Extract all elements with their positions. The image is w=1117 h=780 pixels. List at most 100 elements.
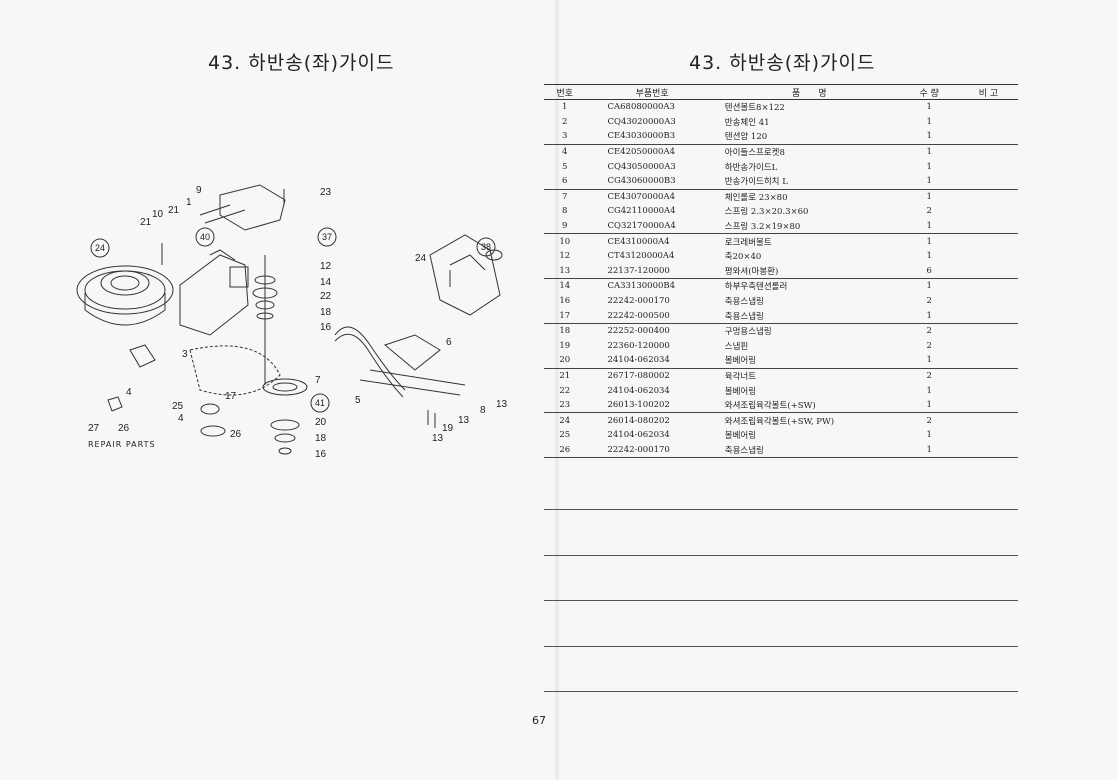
remark — [959, 339, 1018, 354]
quantity: 1 — [926, 161, 932, 172]
svg-text:37: 37 — [322, 232, 332, 242]
part-name: 반송가이드히치 L — [724, 177, 788, 188]
part-number: CA68080000A3 — [607, 102, 675, 113]
remark — [959, 129, 1018, 144]
row-number: 8 — [562, 206, 568, 217]
quantity: 1 — [926, 385, 932, 396]
quantity: 2 — [899, 412, 959, 429]
part-number: CE43030000B3 — [607, 131, 676, 142]
callout-13c: 13 — [432, 433, 444, 444]
circled-callout-38: 38 — [476, 237, 496, 257]
remark — [958, 442, 1018, 459]
part-name: 로크레버볼트 — [718, 233, 900, 249]
part-name: 평와셔(마봉환) — [724, 266, 779, 277]
row-number: 1 — [562, 102, 568, 113]
part-name: 축20×40 — [724, 252, 762, 263]
callout-13b: 13 — [458, 415, 470, 426]
part-number: CE4310000A4 — [585, 233, 719, 249]
callout-23: 23 — [320, 187, 332, 198]
callout-22: 22 — [320, 291, 332, 302]
part-number: CQ43020000A3 — [607, 116, 676, 127]
part-name: 축용스냅링 — [718, 442, 900, 459]
callout-16: 16 — [320, 322, 332, 333]
callout-5: 5 — [355, 395, 361, 406]
part-number: 22252-000400 — [585, 322, 719, 339]
divider-line — [544, 555, 1018, 556]
part-name: 아이들스프로켓8 — [718, 143, 900, 160]
callout-13: 13 — [496, 399, 508, 410]
remark — [959, 174, 1018, 189]
callout-3: 3 — [182, 349, 188, 360]
part-number: CG42110000A4 — [607, 206, 676, 217]
part-name: 스프링 2.3×20.3×60 — [724, 207, 809, 218]
row-number: 2 — [562, 116, 568, 127]
remark — [959, 115, 1018, 130]
part-name: 스프링 3.2×19×80 — [724, 222, 801, 233]
part-number: CQ43050000A3 — [607, 161, 676, 172]
part-name: 구멍용스냅링 — [718, 322, 900, 339]
row-number: 5 — [562, 161, 568, 172]
remark — [959, 383, 1018, 398]
part-name: 체인롤로 23×80 — [718, 188, 900, 205]
callout-19: 19 — [442, 423, 454, 434]
left-page: 43. 하반송(좌)가이드 — [0, 0, 558, 780]
part-number: CE42050000A4 — [585, 143, 719, 160]
part-name: 축용스냅링 — [724, 311, 764, 322]
part-name: 와셔조립육각볼트(+SW, PW) — [718, 412, 900, 429]
row-number: 9 — [562, 221, 568, 232]
callout-10: 10 — [152, 209, 164, 220]
part-number: 22242-000170 — [607, 296, 670, 307]
row-number: 23 — [559, 400, 571, 411]
callout-21b: 21 — [140, 217, 152, 228]
remark — [958, 322, 1018, 339]
remark — [959, 294, 1018, 309]
header-qty: 수 량 — [899, 84, 959, 100]
row-number: 17 — [559, 310, 571, 321]
svg-text:24: 24 — [95, 243, 105, 253]
row-number: 14 — [544, 278, 586, 294]
quantity: 2 — [926, 296, 932, 307]
quantity: 1 — [926, 355, 932, 366]
quantity: 1 — [926, 430, 932, 441]
right-page-title: 43. 하반송(좌)가이드 — [689, 52, 876, 74]
callout-9: 9 — [196, 185, 202, 196]
remark — [958, 143, 1018, 160]
callout-24: 24 — [415, 253, 427, 264]
callout-14: 14 — [320, 277, 332, 288]
part-name: 와셔조립육각볼트(+SW) — [724, 401, 816, 412]
remark — [959, 353, 1018, 368]
part-name: 반송체인 41 — [724, 117, 770, 128]
callout-21: 21 — [168, 205, 180, 216]
remark — [959, 219, 1018, 234]
row-number: 19 — [559, 340, 571, 351]
quantity: 1 — [926, 400, 932, 411]
part-number: 24104-062034 — [607, 385, 670, 396]
quantity: 2 — [926, 340, 932, 351]
callout-8: 8 — [480, 405, 486, 416]
svg-text:41: 41 — [315, 398, 325, 408]
callout-7: 7 — [315, 375, 321, 386]
quantity: 1 — [899, 233, 959, 249]
quantity: 1 — [926, 251, 932, 262]
remark — [959, 249, 1018, 264]
quantity: 1 — [926, 221, 932, 232]
row-number: 13 — [559, 265, 571, 276]
parts-table-header: 번호 부품번호 품 명 수 량 비 고 — [544, 84, 1018, 100]
part-number: 22242-000170 — [585, 442, 719, 459]
row-number: 21 — [544, 367, 586, 384]
callout-17: 17 — [225, 391, 237, 402]
callout-18b: 18 — [315, 433, 327, 444]
page-number: 67 — [532, 714, 546, 727]
remark — [958, 188, 1018, 205]
part-number: CG43060000B3 — [607, 176, 676, 187]
